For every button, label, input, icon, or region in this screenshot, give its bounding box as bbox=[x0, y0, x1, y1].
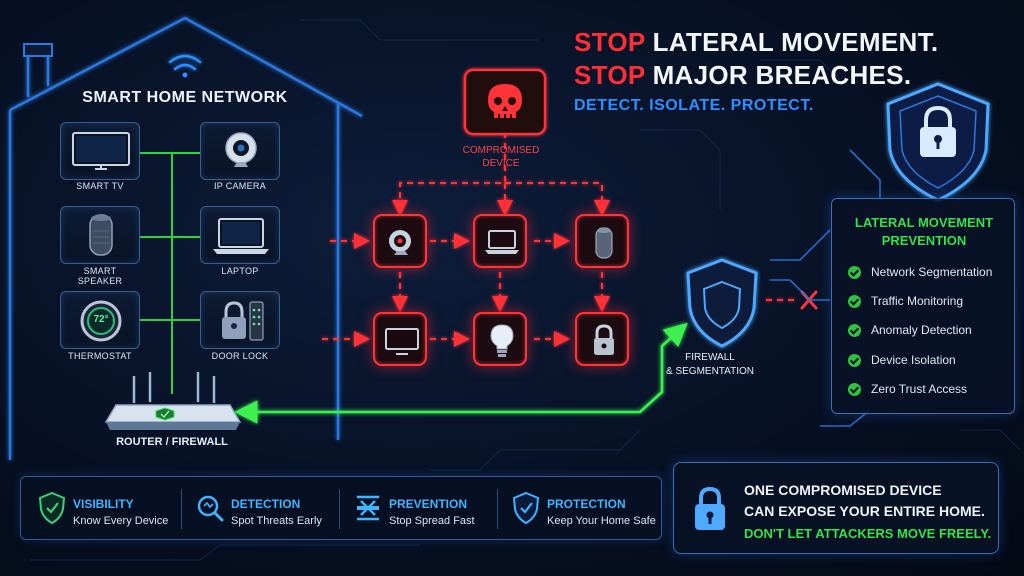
prevention-item: Network Segmentation bbox=[848, 264, 992, 280]
laptop-icon bbox=[485, 230, 519, 254]
headline: STOP LATERAL MOVEMENT. STOP MAJOR BREACH… bbox=[574, 26, 938, 92]
shield-check-icon bbox=[512, 491, 540, 525]
prevention-item: Device Isolation bbox=[848, 352, 956, 368]
wifi-icon bbox=[168, 54, 202, 71]
infected-node-speaker bbox=[575, 214, 629, 268]
prevention-item: Zero Trust Access bbox=[848, 381, 967, 397]
device-label-thermostat: THERMOSTAT bbox=[68, 351, 132, 361]
feature-divider bbox=[181, 489, 182, 529]
infected-node-laptop bbox=[473, 214, 527, 268]
feature-visibility: VISIBILITY Know Every Device bbox=[29, 477, 179, 541]
firewall-label: FIREWALL & SEGMENTATION bbox=[650, 351, 770, 379]
laptop-icon bbox=[213, 218, 269, 254]
prevention-panel-title: LATERAL MOVEMENT PREVENTION bbox=[832, 214, 1016, 250]
thermostat-icon bbox=[80, 300, 122, 342]
feature-prevention: PREVENTION Stop Spread Fast bbox=[345, 477, 495, 541]
feature-subtitle: Spot Threats Early bbox=[231, 515, 322, 527]
device-tile-smart-speaker bbox=[60, 206, 140, 264]
skull-icon bbox=[488, 84, 522, 118]
compromised-label-line1: COMPROMISED bbox=[462, 145, 540, 156]
device-label-door-lock: DOOR LOCK bbox=[211, 351, 269, 361]
device-tile-thermostat: 72° bbox=[60, 291, 140, 349]
camera-icon bbox=[225, 132, 257, 167]
home-network-title: SMART HOME NETWORK bbox=[82, 89, 288, 106]
speaker-icon bbox=[89, 214, 113, 256]
check-icon bbox=[848, 353, 861, 367]
headline-stop-2: STOP bbox=[574, 60, 646, 90]
magnifier-icon bbox=[197, 495, 224, 522]
check-icon bbox=[848, 294, 861, 308]
prevention-item: Anomaly Detection bbox=[848, 322, 972, 338]
router-label: ROUTER / FIREWALL bbox=[116, 436, 228, 448]
feature-divider bbox=[497, 489, 498, 529]
tagline: DETECT. ISOLATE. PROTECT. bbox=[574, 97, 814, 114]
device-tile-laptop bbox=[200, 206, 280, 264]
panel-traces bbox=[770, 149, 881, 427]
firewall-label-line2: & SEGMENTATION bbox=[666, 366, 754, 377]
block-icon bbox=[357, 495, 379, 521]
feature-divider bbox=[339, 489, 340, 529]
prevention-title-line1: LATERAL MOVEMENT bbox=[854, 215, 994, 230]
warning-line-1: ONE COMPROMISED DEVICE bbox=[744, 482, 942, 498]
speaker-icon bbox=[595, 227, 613, 259]
warning-callout: ONE COMPROMISED DEVICE CAN EXPOSE YOUR E… bbox=[673, 462, 999, 554]
door-lock-icon bbox=[222, 301, 264, 341]
feature-title: DETECTION bbox=[231, 497, 301, 511]
warning-line-3: DON'T LET ATTACKERS MOVE FREELY. bbox=[744, 526, 992, 541]
check-icon bbox=[848, 265, 861, 279]
feature-title: PREVENTION bbox=[389, 497, 468, 511]
circuit-traces bbox=[30, 19, 1021, 561]
device-label-ip-camera: IP CAMERA bbox=[213, 181, 267, 191]
padlock-icon bbox=[695, 486, 725, 530]
prevention-title-line2: PREVENTION bbox=[881, 233, 967, 248]
bulb-icon bbox=[490, 324, 514, 357]
feature-subtitle: Keep Your Home Safe bbox=[547, 515, 656, 527]
feature-subtitle: Stop Spread Fast bbox=[389, 515, 475, 527]
check-icon bbox=[848, 323, 861, 337]
check-icon bbox=[848, 382, 861, 396]
prevention-item: Traffic Monitoring bbox=[848, 293, 963, 309]
headline-line-1: LATERAL MOVEMENT. bbox=[652, 27, 939, 57]
feature-subtitle: Know Every Device bbox=[73, 515, 169, 527]
warning-line-2: CAN EXPOSE YOUR ENTIRE HOME. bbox=[744, 503, 985, 519]
infected-node-bulb bbox=[473, 312, 527, 366]
compromised-device-label: COMPROMISED DEVICE bbox=[448, 144, 554, 170]
lateral-movement-prevention-panel: LATERAL MOVEMENT PREVENTION Network Segm… bbox=[831, 198, 1015, 414]
firewall-label-line1: FIREWALL bbox=[685, 352, 735, 363]
infected-node-lock bbox=[575, 312, 629, 366]
shield-check-icon bbox=[38, 491, 66, 525]
thermostat-display: 72° bbox=[93, 314, 109, 325]
device-tile-ip-camera bbox=[200, 122, 280, 180]
headline-stop-1: STOP bbox=[574, 27, 646, 57]
camera-icon bbox=[389, 230, 411, 255]
feature-title: VISIBILITY bbox=[73, 497, 134, 511]
headline-line-2: MAJOR BREACHES. bbox=[652, 60, 912, 90]
compromised-label-line2: DEVICE bbox=[482, 158, 520, 169]
infected-node-camera bbox=[373, 214, 427, 268]
device-label-smart-tv: SMART TV bbox=[76, 181, 124, 191]
feature-protection: PROTECTION Keep Your Home Safe bbox=[503, 477, 659, 541]
router-icon bbox=[104, 372, 242, 430]
device-label-smart-speaker: SMART SPEAKER bbox=[77, 266, 123, 286]
chimney bbox=[23, 43, 53, 57]
device-tile-door-lock bbox=[200, 291, 280, 349]
infected-node-tv bbox=[373, 312, 427, 366]
feature-detection: DETECTION Spot Threats Early bbox=[187, 477, 337, 541]
secured-traffic-arrow bbox=[234, 322, 688, 424]
tv-icon bbox=[72, 132, 130, 170]
large-padlock-icon bbox=[920, 105, 956, 157]
firewall-shield-icon bbox=[686, 258, 758, 348]
device-tile-smart-tv bbox=[60, 122, 140, 180]
padlock-icon bbox=[594, 324, 614, 355]
feature-title: PROTECTION bbox=[547, 497, 626, 511]
attack-paths bbox=[322, 132, 796, 347]
home-wiring bbox=[140, 152, 200, 394]
tv-icon bbox=[385, 328, 419, 355]
device-label-laptop: LAPTOP bbox=[221, 266, 259, 276]
features-bar: VISIBILITY Know Every Device DETECTION S… bbox=[20, 476, 662, 540]
